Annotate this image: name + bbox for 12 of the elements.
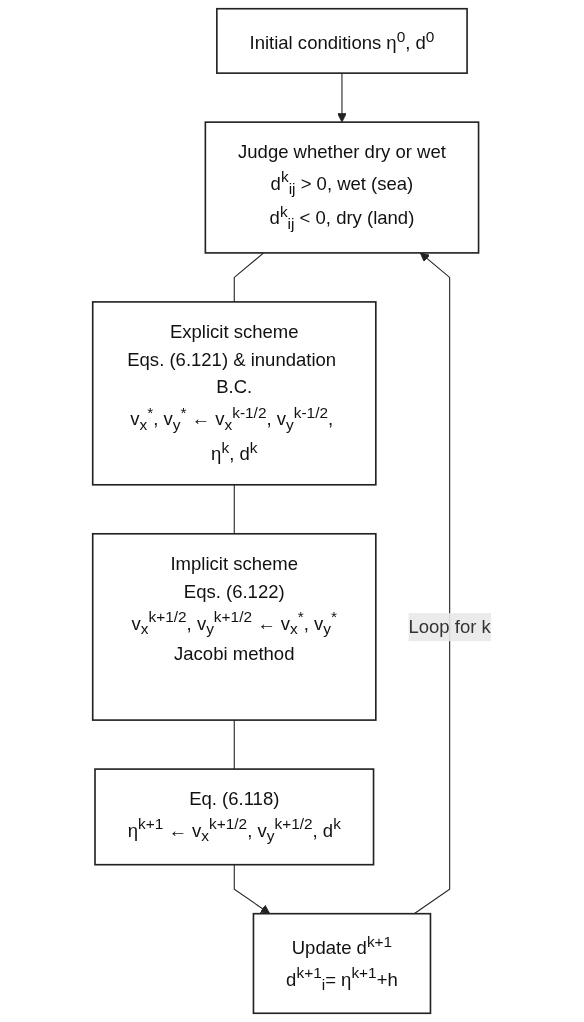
node-box: Eq. (6.118) η$^{k+1}$ ← v$_{x}$$^{k+1/2}$, v$_{y}$$^{k+1/2}$, d$^{k}$ [94, 768, 375, 866]
node-box: Initial conditions η$^{0}$, d$^{0}$ [216, 7, 469, 74]
connector [233, 719, 236, 770]
node-box: Update d$^{k+1}$ d$^{k+1}$$_{i}$= η$^{k+1}$+h [252, 912, 432, 1015]
arrow [413, 252, 451, 915]
arrow [337, 72, 347, 123]
node-box: Explicit scheme Eqs. (6.121) & inundation B.C. v$_{x}$$^{*}$, v$_{y}$$^{*}$ ← v$_{x}$$^{k-1/2}$, v$_{y}$$^{k-1/2}$, η$^{k}$, d$^{k}$ [92, 301, 377, 486]
connector [233, 484, 236, 535]
connector [233, 252, 265, 303]
node-box: Judge whether dry or wet d$^{k}$$_{ij}$ > 0, wet (sea) d$^{k}$$_{ij}$ < 0, dry (land) [204, 121, 480, 254]
edge-label: Loop for k [408, 616, 492, 638]
arrow [233, 864, 271, 915]
